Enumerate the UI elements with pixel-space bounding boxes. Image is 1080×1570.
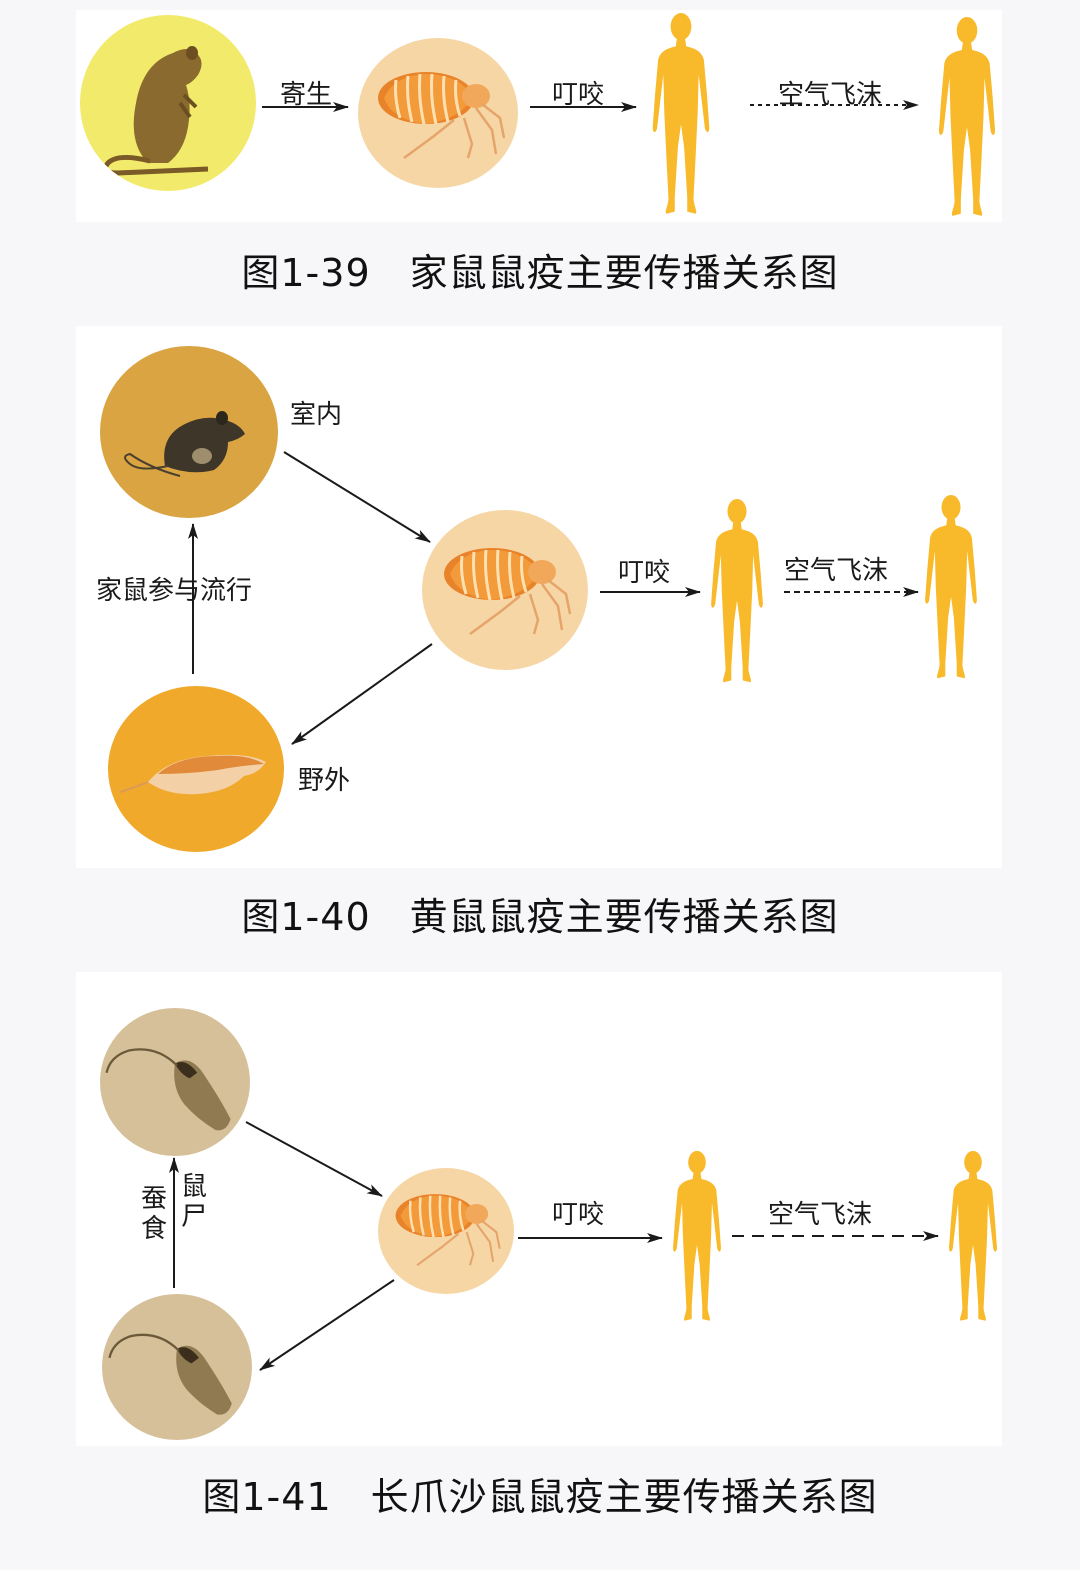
arrow-indoor-to-flea	[283, 451, 431, 543]
arrow-flea-to-gerbil-bottom	[259, 1279, 395, 1371]
label-airborne: 空气飞沫	[768, 1200, 873, 1230]
label-house-rat-join: 家鼠参与流行	[96, 576, 253, 606]
label-corpse: 鼠 尸	[180, 1172, 207, 1232]
human-icon	[932, 16, 1002, 222]
figure-1-41-caption: 图1-41 长爪沙鼠鼠疫主要传播关系图	[202, 1475, 878, 1519]
outdoor-squirrel-circle	[108, 686, 284, 852]
flea-circle	[378, 1168, 514, 1294]
figure-1-39-caption: 图1-39 家鼠鼠疫主要传播关系图	[241, 251, 839, 295]
figure-1-40-caption: 图1-40 黄鼠鼠疫主要传播关系图	[241, 895, 839, 939]
gerbil-bottom-circle	[102, 1294, 252, 1440]
label-eat: 蚕 食	[140, 1184, 167, 1244]
label-bite: 叮咬	[552, 80, 605, 110]
flea-circle	[358, 38, 518, 188]
label-outdoor: 野外	[298, 766, 351, 796]
human-icon	[668, 1150, 726, 1326]
fig3-arrows	[169, 1121, 939, 1371]
human-icon	[944, 1150, 1002, 1326]
human-icon	[706, 498, 768, 688]
human-icon	[920, 494, 982, 684]
arrow-gerbil-top-to-flea	[245, 1121, 383, 1197]
label-airborne: 空气飞沫	[784, 556, 889, 586]
figure-1-40-panel: 室内 野外 家鼠参与流行 叮咬 空气飞沫	[76, 326, 1002, 868]
figure-1-41-panel: 蚕 食 鼠 尸 叮咬 空气飞沫	[76, 972, 1002, 1446]
flea-circle	[422, 510, 588, 670]
label-bite: 叮咬	[552, 1200, 605, 1230]
label-bite: 叮咬	[618, 558, 671, 588]
arrow-flea-to-outdoor	[291, 643, 433, 745]
house-rat-circle	[80, 15, 256, 191]
indoor-rat-circle	[100, 346, 278, 518]
gerbil-top-circle	[100, 1008, 250, 1156]
fig2-arrows	[188, 451, 919, 745]
label-parasitic: 寄生	[280, 80, 333, 110]
label-indoor: 室内	[290, 400, 343, 430]
human-icon	[646, 12, 716, 220]
fig1-arrows	[262, 100, 919, 112]
figure-1-39-panel: 寄生 叮咬 空气飞沫	[76, 10, 1002, 222]
